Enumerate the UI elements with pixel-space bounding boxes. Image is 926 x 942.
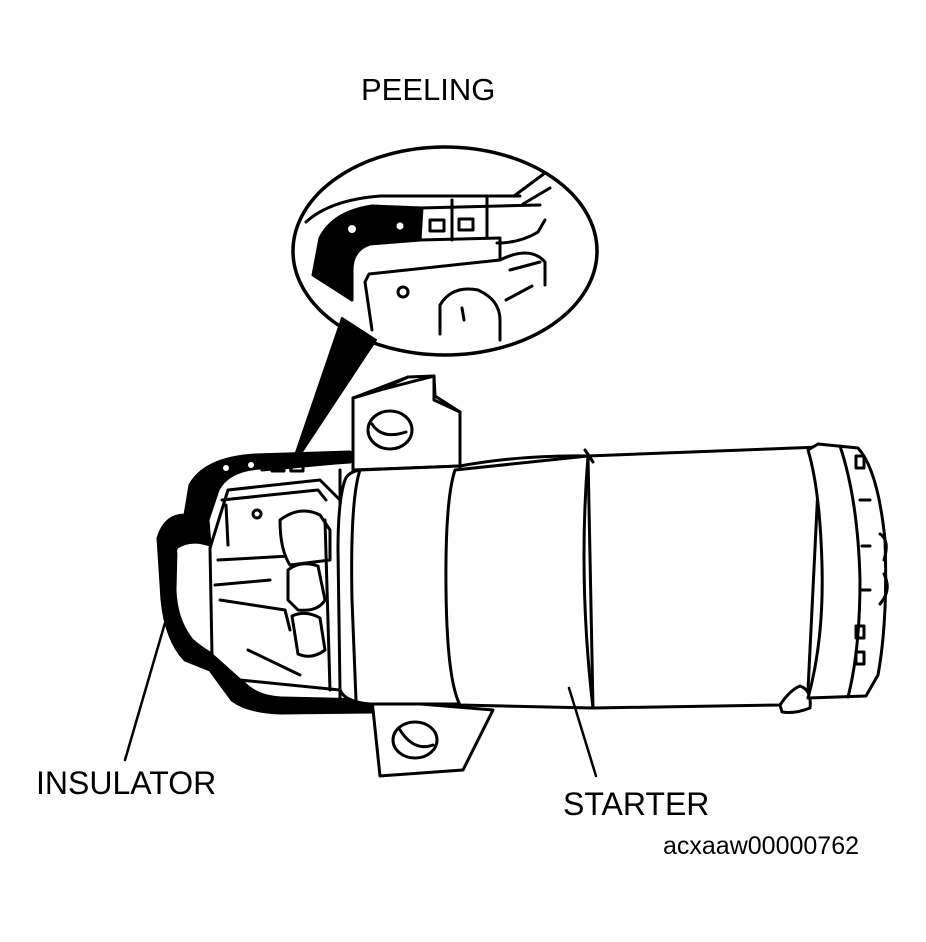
detail-magnifier xyxy=(291,145,599,357)
drive-housing xyxy=(336,464,462,706)
mounting-flange-top xyxy=(351,374,462,472)
starter-label: STARTER xyxy=(563,786,710,822)
peeling-label: PEELING xyxy=(361,72,496,107)
terminal-assembly xyxy=(208,460,347,702)
insulator-leader-line xyxy=(123,614,169,762)
insulator-label: INSULATOR xyxy=(36,765,217,801)
end-cap xyxy=(806,442,889,700)
mounting-flange-bottom xyxy=(370,698,495,778)
starter-body xyxy=(444,445,822,714)
insulator-boot xyxy=(156,450,374,715)
starter-leader-line xyxy=(567,686,598,778)
detail-pointer xyxy=(289,317,377,471)
figure-id-label: acxaaw00000762 xyxy=(663,832,859,860)
